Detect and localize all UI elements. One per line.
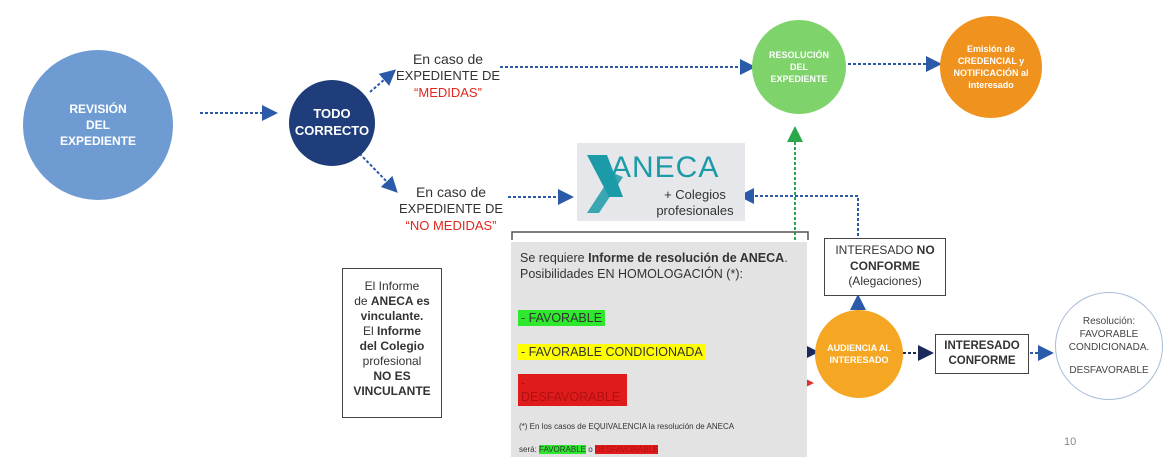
- aneca-logo-text: ANECA: [611, 151, 720, 184]
- resolucion-line-2: DEL: [789, 61, 808, 72]
- left-note-box: El Informe de ANECA es vinculante. El In…: [342, 268, 442, 418]
- resolucion-final-node: Resolución: FAVORABLE CONDICIONADA. DESF…: [1055, 292, 1163, 400]
- option-favorable: - FAVORABLE: [518, 310, 606, 326]
- todo-line-2: CORRECTO: [294, 123, 370, 138]
- note-l5: del Colegio: [359, 339, 425, 353]
- arrow-noconforme-aneca: [738, 188, 859, 236]
- emision-line-3: NOTIFICACIÓN al: [953, 68, 1029, 78]
- todo-line-1: TODO: [313, 106, 351, 122]
- footnote-desfavorable: DESFAVORABLE: [594, 445, 659, 454]
- aneca-sub-1: + Colegios: [664, 187, 726, 202]
- note-l7: NO ES: [373, 369, 411, 383]
- resfinal-l2: FAVORABLE: [1079, 329, 1139, 340]
- conforme-box: INTERESADO CONFORME: [935, 334, 1029, 374]
- info-footnote-2: será: FAVORABLE o DESFAVORABLE: [519, 445, 659, 454]
- branch-medidas-line-2: EXPEDIENTE DE: [395, 68, 501, 84]
- branch-no-medidas: En caso de EXPEDIENTE DE “NO MEDIDAS”: [392, 183, 510, 235]
- emision-line-2: CREDENCIAL y: [957, 55, 1025, 66]
- note-l1: El Informe: [364, 279, 420, 293]
- todo-correcto-node: TODO CORRECTO: [289, 80, 375, 166]
- audiencia-node: AUDIENCIA AL INTERESADO: [815, 310, 903, 398]
- arrow-todo-medidas: [369, 69, 397, 93]
- info-footnote: (*) En los casos de EQUIVALENCIA la reso…: [519, 422, 735, 431]
- conforme-l1: INTERESADO: [944, 340, 1020, 352]
- aneca-box: ANECA + Colegios profesionales: [577, 143, 745, 221]
- audiencia-line-1: AUDIENCIA AL: [827, 342, 891, 353]
- aneca-logo-icon: [587, 155, 623, 213]
- revision-line-1: REVISIÓN: [69, 101, 127, 116]
- revision-line-2: DEL: [86, 117, 110, 132]
- note-l3: vinculante.: [360, 309, 424, 323]
- info-box: Se requiere Informe de resolución de ANE…: [511, 242, 807, 457]
- resfinal-l3: CONDICIONADA.: [1068, 342, 1150, 353]
- footnote-favorable: FAVORABLE: [539, 445, 587, 454]
- branch-medidas-highlight: “MEDIDAS”: [414, 85, 482, 101]
- no-conforme-l3: (Alegaciones): [848, 274, 922, 289]
- page-number: 10: [1064, 436, 1077, 448]
- resolucion-node: RESOLUCIÓN DEL EXPEDIENTE: [752, 20, 846, 114]
- note-l8: VINCULANTE: [353, 384, 431, 398]
- conforme-l2: CONFORME: [948, 354, 1016, 367]
- no-conforme-l1: INTERESADO NO: [835, 243, 935, 257]
- branch-nomedidas-line-2: EXPEDIENTE DE: [398, 201, 504, 217]
- branch-medidas-line-1: En caso de: [412, 51, 484, 67]
- emision-node: Emisión de CREDENCIAL y NOTIFICACIÓN al …: [940, 16, 1042, 118]
- note-l4: El Informe: [362, 324, 422, 338]
- emision-line-4: interesado: [968, 80, 1014, 91]
- note-l2: de ANECA es: [354, 294, 430, 308]
- note-l6: profesional: [362, 354, 422, 368]
- aneca-sub-2: profesionales: [656, 203, 734, 218]
- revision-node: REVISIÓN DEL EXPEDIENTE: [23, 50, 173, 200]
- branch-medidas: En caso de EXPEDIENTE DE “MEDIDAS”: [388, 50, 508, 102]
- branch-nomedidas-highlight: “NO MEDIDAS”: [405, 218, 497, 234]
- resfinal-l1: Resolución:: [1082, 316, 1136, 327]
- resfinal-l4: DESFAVORABLE: [1069, 365, 1149, 376]
- option-favorable-condicionada: - FAVORABLE CONDICIONADA: [518, 344, 706, 360]
- aneca-bracket: [511, 231, 809, 240]
- audiencia-line-2: INTERESADO: [829, 355, 889, 365]
- option-desfavorable: - DESFAVORABLE: [518, 374, 627, 406]
- resolucion-line-1: RESOLUCIÓN: [768, 49, 829, 60]
- no-conforme-box: INTERESADO NO CONFORME (Alegaciones): [824, 238, 946, 296]
- emision-line-1: Emisión de: [966, 43, 1015, 54]
- arrow-todo-nomedidas: [355, 149, 398, 193]
- info-intro: Se requiere Informe de resolución de ANE…: [520, 251, 788, 282]
- resolucion-line-3: EXPEDIENTE: [770, 74, 828, 85]
- revision-line-3: EXPEDIENTE: [59, 134, 137, 149]
- no-conforme-l2: CONFORME: [850, 258, 920, 273]
- branch-nomedidas-line-1: En caso de: [415, 184, 487, 200]
